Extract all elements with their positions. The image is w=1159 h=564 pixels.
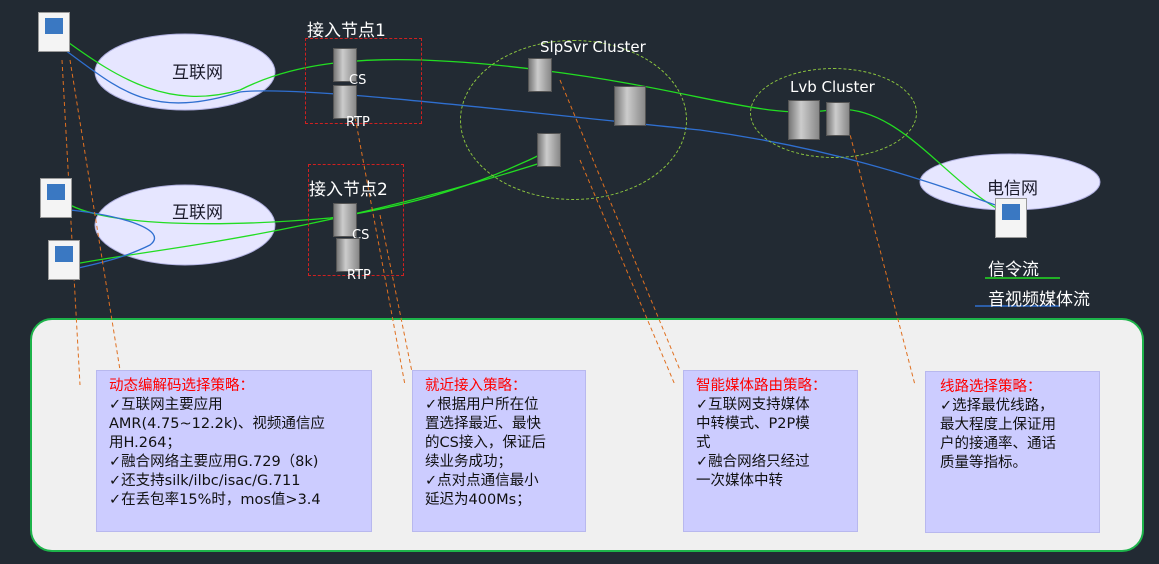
box-title: 线路选择策略：	[940, 379, 1042, 395]
server-icon	[826, 102, 850, 136]
rtp-label: RTP	[346, 115, 370, 130]
box-line: 用H.264；	[109, 435, 181, 451]
box-line: 一次媒体中转	[696, 473, 783, 489]
server-icon	[333, 203, 357, 237]
slpsvr-cluster-label: SlpSvr Cluster	[540, 38, 646, 56]
slpsvr-cluster	[460, 40, 687, 200]
box-line: 续业务成功；	[425, 454, 512, 470]
server-icon	[788, 100, 820, 140]
box-line: AMR(4.75~12.2k)、视频通信应	[109, 416, 325, 432]
strategy-box-line-selection: 线路选择策略： ✓选择最优线路， 最大程度上保证用 户的接通率、通话 质量等指标…	[925, 371, 1100, 533]
box-line: ✓还支持silk/ilbc/isac/G.711	[109, 473, 301, 489]
server-icon	[537, 133, 561, 167]
phone-icon	[40, 178, 72, 218]
cs-label: CS	[349, 73, 367, 88]
box-line: 置选择最近、最快	[425, 416, 541, 432]
cloud-label-internet-1: 互联网	[172, 63, 223, 83]
rtp-label: RTP	[347, 268, 371, 283]
box-line: ✓根据用户所在位	[425, 397, 539, 413]
server-icon	[333, 85, 357, 119]
phone-icon	[48, 240, 80, 280]
access-node-1-title: 接入节点1	[307, 21, 386, 41]
cloud-shapes	[94, 33, 1101, 266]
lvb-cluster-label: Lvb Cluster	[790, 78, 875, 96]
box-title: 动态编解码选择策略：	[109, 378, 254, 394]
lvb-cluster	[750, 68, 917, 158]
strategy-box-codec: 动态编解码选择策略： ✓互联网主要应用 AMR(4.75~12.2k)、视频通信…	[96, 370, 372, 532]
server-icon	[336, 238, 360, 272]
cloud-label-telecom: 电信网	[987, 179, 1038, 199]
legend-media: 音视频媒体流	[988, 290, 1090, 310]
box-line: ✓在丢包率15%时，mos值>3.4	[109, 492, 321, 508]
box-line: 式	[696, 435, 711, 451]
legend-signaling: 信令流	[988, 260, 1039, 280]
box-title: 就近接入策略：	[425, 378, 527, 394]
box-line: 质量等指标。	[940, 455, 1027, 471]
server-icon	[528, 58, 552, 92]
server-icon	[614, 86, 646, 126]
box-line: 的CS接入，保证后	[425, 435, 546, 451]
box-line: ✓互联网主要应用	[109, 397, 223, 413]
strategy-box-access: 就近接入策略： ✓根据用户所在位 置选择最近、最快 的CS接入，保证后 续业务成…	[412, 370, 586, 532]
box-line: ✓互联网支持媒体	[696, 397, 810, 413]
access-node-1-box	[305, 38, 422, 124]
box-line: ✓选择最优线路，	[940, 398, 1054, 414]
cloud-label-internet-2: 互联网	[172, 203, 223, 223]
box-line: 户的接通率、通话	[940, 436, 1056, 452]
cloud-internet-2	[94, 184, 276, 266]
box-line: 延迟为400Ms；	[425, 492, 531, 508]
box-line: 最大程度上保证用	[940, 417, 1056, 433]
access-node-2-title: 接入节点2	[309, 180, 388, 200]
access-node-2-box	[308, 164, 404, 276]
box-line: ✓融合网络主要应用G.729（8k)	[109, 454, 319, 470]
box-line: ✓融合网络只经过	[696, 454, 810, 470]
strategy-box-media-routing: 智能媒体路由策略： ✓互联网支持媒体 中转模式、P2P模 式 ✓融合网络只经过 …	[683, 370, 858, 532]
phone-icon	[995, 198, 1027, 238]
phone-icon	[38, 12, 70, 52]
box-line: ✓点对点通信最小	[425, 473, 539, 489]
server-icon	[333, 48, 357, 82]
box-title: 智能媒体路由策略：	[696, 378, 827, 394]
media-lines	[64, 49, 1011, 271]
box-line: 中转模式、P2P模	[696, 416, 810, 432]
